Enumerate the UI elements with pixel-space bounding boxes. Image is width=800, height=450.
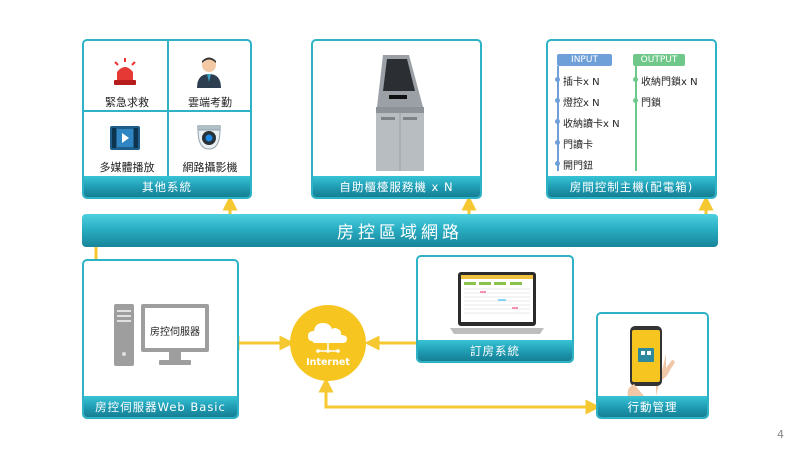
item-attendance-label: 雲端考勤 xyxy=(188,96,232,109)
room-control-network-bar: 房控區域網路 xyxy=(82,214,718,247)
input-bullet xyxy=(555,98,560,103)
smartphone-icon xyxy=(626,324,676,396)
input-item: 插卡x N xyxy=(555,73,600,88)
output-item: 門鎖 xyxy=(633,94,661,109)
video-play-icon xyxy=(110,126,140,150)
output-connector-line xyxy=(635,66,637,171)
cloud-network-icon xyxy=(308,323,347,353)
mobile-title: 行動管理 xyxy=(598,396,707,417)
server-tower-icon xyxy=(114,304,134,366)
grid-divider-horizontal xyxy=(84,110,250,112)
input-item: 燈控x N xyxy=(555,94,600,109)
internet-cloud: Internet xyxy=(290,305,366,381)
item-multimedia-label: 多媒體播放 xyxy=(99,161,155,174)
other-systems-title: 其他系統 xyxy=(84,176,250,197)
output-tag: OUTPUT xyxy=(633,54,685,66)
output-bullet xyxy=(633,98,638,103)
kiosk-title: 自助櫃檯服務機 x N xyxy=(313,176,480,197)
room-controller-title: 房間控制主機(配電箱) xyxy=(548,176,715,197)
input-item: 門讀卡 xyxy=(555,136,593,151)
item-camera-label: 網路攝影機 xyxy=(182,161,238,174)
arrow-internet-mobile xyxy=(318,377,601,415)
laptop-icon xyxy=(450,272,544,336)
output-item: 收納門鎖x N xyxy=(633,73,698,88)
mobile-box: 行動管理 xyxy=(596,312,709,419)
input-bullet xyxy=(555,140,560,145)
page-number: 4 xyxy=(777,428,784,441)
server-title: 房控伺服器Web Basic xyxy=(84,396,237,417)
booking-box: 訂房系統 xyxy=(416,255,574,363)
internet-label: Internet xyxy=(306,357,350,368)
input-tag: INPUT xyxy=(557,54,612,66)
employee-avatar-icon xyxy=(195,56,223,88)
input-connector-line xyxy=(557,66,559,171)
room-controller-box: INPUT OUTPUT 插卡x N 燈控x N 收納讀卡x N 門讀卡 開門鈕… xyxy=(546,39,717,199)
input-bullet xyxy=(555,161,560,166)
item-emergency-label: 緊急求救 xyxy=(105,96,149,109)
input-bullet xyxy=(555,119,560,124)
siren-icon xyxy=(112,58,138,86)
server-box: 房控伺服器 房控伺服器Web Basic xyxy=(82,259,239,419)
kiosk-machine-icon xyxy=(373,55,427,171)
kiosk-box: 自助櫃檯服務機 x N xyxy=(311,39,482,199)
input-bullet xyxy=(555,77,560,82)
security-camera-icon xyxy=(195,125,223,151)
output-bullet xyxy=(633,77,638,82)
input-item: 收納讀卡x N xyxy=(555,115,620,130)
booking-title: 訂房系統 xyxy=(418,340,572,361)
input-item: 開門鈕 xyxy=(555,157,593,172)
other-systems-box: 緊急求救 雲端考勤 多媒體播放 網路攝影機 其他系統 xyxy=(82,39,252,199)
server-monitor-label: 房控伺服器 xyxy=(150,327,200,338)
monitor-icon xyxy=(141,304,209,366)
